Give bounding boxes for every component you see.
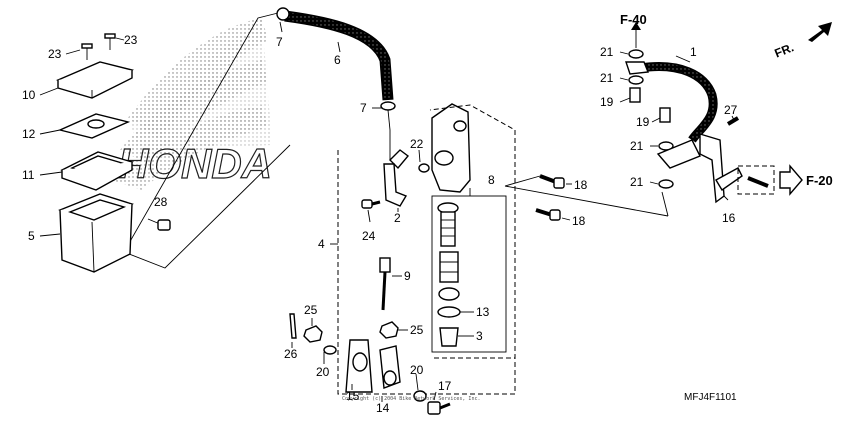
f20-arrow bbox=[779, 164, 803, 196]
nut-25-left bbox=[303, 325, 323, 343]
f40-arrow bbox=[631, 22, 641, 30]
callout-20-right: 20 bbox=[410, 363, 424, 377]
callout-10: 10 bbox=[22, 88, 36, 102]
callout-14: 14 bbox=[376, 401, 390, 415]
callout-27: 27 bbox=[724, 103, 738, 117]
bolt-18-upper bbox=[539, 174, 565, 189]
callout-25-left: 25 bbox=[304, 303, 318, 317]
callout-19-b: 19 bbox=[636, 115, 650, 129]
boot-3 bbox=[439, 327, 459, 347]
callout-7-upper: 7 bbox=[276, 35, 283, 49]
callout-25-right: 25 bbox=[410, 323, 424, 337]
callout-13: 13 bbox=[476, 305, 490, 319]
callout-24: 24 bbox=[362, 229, 376, 243]
honda-wing-logo: HONDA bbox=[112, 18, 273, 190]
bolt-18-lower bbox=[535, 208, 561, 221]
bolt-19-b bbox=[659, 107, 671, 123]
washer-20-right bbox=[413, 390, 427, 402]
callout-21-b: 21 bbox=[600, 71, 614, 85]
hose-clamp-upper bbox=[276, 7, 290, 21]
callout-23-left: 23 bbox=[48, 47, 62, 61]
callout-9: 9 bbox=[404, 269, 411, 283]
washer-20-left bbox=[323, 345, 337, 355]
hose-clamp-lower bbox=[380, 101, 396, 111]
joint-2 bbox=[383, 163, 408, 207]
bolt-19-a bbox=[629, 87, 641, 103]
callout-15: 15 bbox=[346, 389, 360, 403]
callout-22: 22 bbox=[410, 137, 424, 151]
screw-23-left bbox=[81, 43, 93, 60]
screw-23-right bbox=[104, 33, 116, 50]
pin-26 bbox=[289, 313, 297, 339]
brake-hose-group bbox=[625, 24, 775, 217]
push-rod bbox=[379, 257, 391, 311]
callout-4: 4 bbox=[318, 237, 325, 251]
callout-5: 5 bbox=[28, 229, 35, 243]
ref-f20: F-20 bbox=[806, 173, 833, 188]
bolt-28 bbox=[147, 218, 171, 231]
washer-21-b bbox=[628, 75, 644, 85]
callout-21-c: 21 bbox=[630, 139, 644, 153]
nut-25-right bbox=[379, 321, 399, 339]
bolt-24 bbox=[361, 199, 381, 209]
ref-front: FR. bbox=[773, 40, 796, 60]
reservoir-group bbox=[55, 33, 171, 273]
master-cylinder bbox=[389, 103, 471, 193]
reservoir-hose bbox=[276, 7, 396, 131]
callout-28: 28 bbox=[154, 195, 168, 209]
diagram-code: MFJ4F1101 bbox=[684, 392, 737, 403]
washer-21-d bbox=[658, 179, 674, 189]
ref-f40: F-40 bbox=[620, 12, 647, 27]
callout-21-d: 21 bbox=[630, 175, 644, 189]
callout-18-upper: 18 bbox=[574, 178, 588, 192]
callout-1: 1 bbox=[690, 45, 697, 59]
callout-18-lower: 18 bbox=[572, 214, 586, 228]
callout-12: 12 bbox=[22, 127, 36, 141]
callout-16: 16 bbox=[722, 211, 736, 225]
callout-21-a: 21 bbox=[600, 45, 614, 59]
washer-21-a bbox=[628, 49, 644, 59]
copyright-text: Copyright (c) 2004 Bike Network Services… bbox=[342, 396, 480, 402]
callout-3: 3 bbox=[476, 329, 483, 343]
bolt-17 bbox=[427, 401, 451, 415]
callout-8: 8 bbox=[488, 173, 495, 187]
logo-text: HONDA bbox=[118, 140, 272, 187]
callout-2: 2 bbox=[394, 211, 401, 225]
callout-11: 11 bbox=[22, 168, 35, 182]
front-arrow-icon bbox=[808, 22, 832, 42]
hose-clamp-16 bbox=[699, 133, 725, 204]
washer-22 bbox=[418, 163, 430, 173]
circlip-13 bbox=[437, 306, 461, 318]
piston-kit bbox=[437, 202, 461, 347]
callout-23-right: 23 bbox=[124, 33, 138, 47]
bolt-27 bbox=[726, 116, 740, 126]
callout-6: 6 bbox=[334, 53, 341, 67]
callout-17: 17 bbox=[438, 379, 452, 393]
callout-19-a: 19 bbox=[600, 95, 614, 109]
callout-20-left: 20 bbox=[316, 365, 330, 379]
callout-7-lower: 7 bbox=[360, 101, 367, 115]
callout-26: 26 bbox=[284, 347, 298, 361]
